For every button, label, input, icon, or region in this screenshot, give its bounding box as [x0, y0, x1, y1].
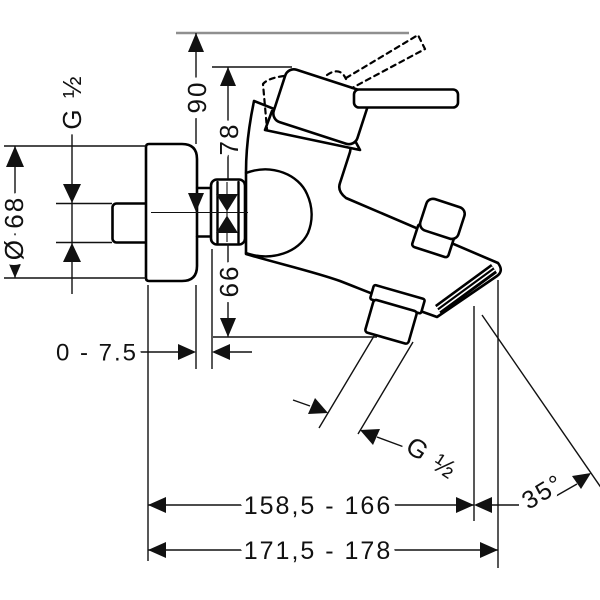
centerline-arrows: [151, 182, 248, 242]
dim-shower-angle: 35°: [474, 314, 600, 521]
handle-raised-dashed: [261, 33, 427, 131]
dim-label-66: 66: [214, 265, 244, 298]
dim-wall-thread: G ½: [51, 68, 112, 294]
connector-pipe: [195, 186, 213, 238]
body-dome: [244, 168, 313, 258]
dim-projection-total: 171,5 - 178: [148, 280, 499, 571]
dim-label-wall-thread: G ½: [57, 74, 87, 129]
dim-mounting-depth: 0 - 7.5: [50, 249, 252, 373]
dim-label-shower-angle: 35°: [517, 469, 569, 516]
diverter-knob: [410, 197, 467, 259]
faucet-body: [111, 33, 503, 345]
handle-lever: [352, 88, 460, 109]
wall-nipple: [111, 202, 151, 244]
handle-grip: [272, 68, 371, 146]
shower-outlet-face: [435, 264, 497, 314]
dim-label-projection-total: 171,5 - 178: [244, 537, 393, 565]
dim-label-outlet-thread: G ½: [401, 430, 464, 485]
dim-66: 66: [208, 244, 377, 338]
dim-label-diameter: Ø 68: [0, 196, 29, 260]
dim-label-90: 90: [182, 81, 212, 114]
dim-outlet-thread: G ½: [292, 335, 469, 492]
dim-label-projection-outlet: 158,5 - 166: [244, 492, 393, 520]
dim-label-mounting-depth: 0 - 7.5: [56, 340, 138, 367]
dim-label-78: 78: [214, 123, 244, 156]
dim-projection-outlet: 158,5 - 166: [148, 306, 475, 526]
aerator-outlet: [364, 283, 426, 345]
dim-78: 78: [208, 66, 292, 179]
dim-90: 90: [176, 33, 218, 212]
